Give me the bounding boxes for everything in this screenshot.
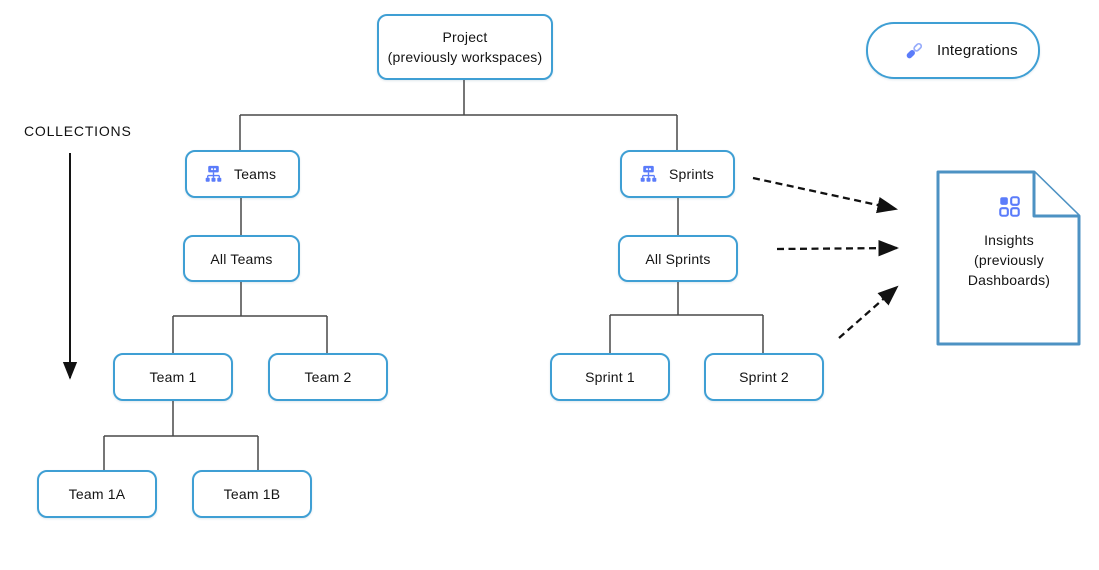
sprints-node: Sprints	[620, 150, 735, 198]
integrations-label: Integrations	[937, 42, 1018, 59]
sprint1-label: Sprint 1	[585, 369, 635, 385]
insights-sublabel-1: (previously	[974, 252, 1044, 268]
all-sprints-node: All Sprints	[618, 235, 738, 282]
teams-label: Teams	[234, 166, 277, 182]
dashboard-grid-icon	[998, 196, 1020, 217]
project-node: Project (previously workspaces)	[377, 14, 553, 80]
all-teams-node: All Teams	[183, 235, 300, 282]
team2-label: Team 2	[304, 369, 352, 385]
team1b-node: Team 1B	[192, 470, 312, 518]
project-label: Project	[442, 29, 488, 45]
teams-node: Teams	[185, 150, 300, 198]
sprint2-label: Sprint 2	[739, 369, 789, 385]
tree-connectors	[103, 80, 764, 470]
link-icon	[904, 41, 924, 61]
insights-sublabel-2: Dashboards)	[967, 272, 1051, 288]
sprint2-node: Sprint 2	[704, 353, 824, 401]
org-chart-icon	[639, 165, 658, 183]
dashed-arrow-sprint-items-to-insights	[838, 285, 899, 339]
sprint1-node: Sprint 1	[550, 353, 670, 401]
insights-document-shape	[936, 170, 1081, 346]
team1-label: Team 1	[149, 369, 197, 385]
collections-label: COLLECTIONS	[24, 123, 132, 139]
insights-node: Insights (previously Dashboards)	[938, 171, 1080, 345]
team1a-label: Team 1A	[68, 486, 126, 502]
all-teams-label: All Teams	[210, 250, 273, 267]
all-sprints-label: All Sprints	[645, 250, 711, 267]
project-sublabel: (previously workspaces)	[387, 49, 543, 65]
insights-label: Insights	[984, 232, 1034, 248]
team1a-node: Team 1A	[37, 470, 157, 518]
dashed-arrow-allsprints-to-insights	[776, 239, 900, 257]
dashed-arrow-sprints-to-insights	[752, 176, 899, 214]
team2-node: Team 2	[268, 353, 388, 401]
team1b-label: Team 1B	[223, 486, 281, 502]
sprints-label: Sprints	[669, 166, 714, 182]
org-chart-icon	[204, 165, 223, 183]
integrations-node: Integrations	[866, 22, 1040, 79]
team1-node: Team 1	[113, 353, 233, 401]
